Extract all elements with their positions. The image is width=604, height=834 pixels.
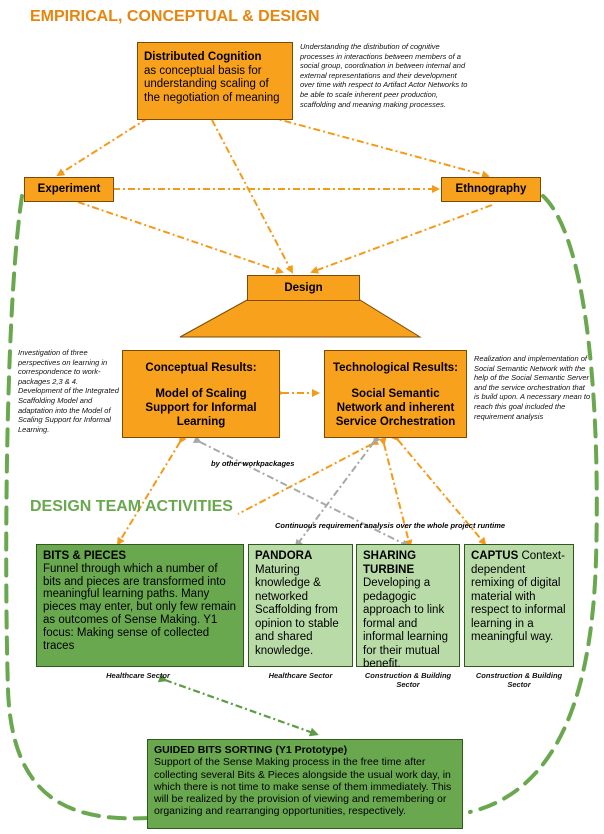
conceptual-title: Conceptual Results:	[145, 362, 257, 374]
arrow-tech-pandora	[237, 437, 380, 515]
captus-box: CAPTUS Context-dependent remixing of dig…	[464, 544, 574, 667]
sharing-turbine-box: SHARING TURBINE Developing a pedagogic a…	[356, 544, 460, 670]
bits-sector: Healthcare Sector	[106, 671, 170, 680]
arrow-bits-guided	[157, 673, 319, 737]
distributed-cognition-box: Distributed Cognition as conceptual basi…	[137, 42, 293, 120]
dc-title: Distributed Cognition	[144, 51, 262, 63]
sharing-sector: Construction & Building Sector	[364, 671, 452, 689]
conceptual-results-box: Conceptual Results: Model of Scaling Sup…	[122, 350, 280, 438]
dc-body: as conceptual basis for understanding sc…	[144, 64, 280, 104]
bits-body: Funnel through which a number of bits an…	[43, 562, 237, 652]
captus-body: Context-dependent remixing of digital ma…	[471, 550, 566, 643]
conceptual-body: Model of Scaling Support for Informal Le…	[145, 388, 257, 428]
experiment-box: Experiment	[24, 177, 114, 202]
pandora-body: Maturing knowledge & networked Scaffoldi…	[255, 563, 339, 657]
heading-empirical: EMPIRICAL, CONCEPTUAL & DESIGN	[30, 8, 320, 25]
grey-arrow-tech-pandora	[294, 434, 381, 548]
pandora-box: PANDORA Maturing knowledge & networked S…	[248, 544, 353, 667]
arrow-dc-ethnography	[263, 111, 490, 179]
heading-design-team: DESIGN TEAM ACTIVITIES	[30, 498, 233, 515]
guided-body: Support of the Sense Making process in t…	[154, 756, 452, 818]
arrow-dc-design	[211, 119, 293, 274]
captus-title: CAPTUS	[471, 550, 519, 562]
design-funnel	[179, 299, 422, 338]
technological-results-box: Technological Results: Social Semantic N…	[324, 350, 467, 438]
dc-note: Understanding the distribution of cognit…	[300, 42, 468, 109]
arrow-experiment-design	[77, 201, 284, 274]
pandora-title: PANDORA	[255, 550, 313, 562]
left-note: Investigation of three perspectives on l…	[18, 348, 119, 434]
captus-sector: Construction & Building Sector	[475, 671, 563, 689]
pandora-sector: Healthcare Sector	[268, 671, 333, 680]
technological-body: Social Semantic Network and inherent Ser…	[335, 388, 456, 428]
design-box: Design	[247, 275, 360, 301]
green-loop-path-right	[468, 194, 599, 814]
arrow-dc-experiment	[56, 111, 156, 177]
grey-arrow-conceptual-sharing	[192, 435, 410, 547]
arrow-tech-sharing	[378, 437, 413, 548]
sharing-title: SHARING TURBINE	[363, 550, 417, 576]
arrow-ethnography-design	[310, 204, 493, 274]
sharing-body: Developing a pedagogic approach to link …	[363, 577, 449, 670]
other-workpackages-label: by other workpackages	[211, 459, 295, 468]
guided-title: GUIDED BITS SORTING (Y1 Prototype)	[154, 744, 348, 756]
technological-title: Technological Results:	[332, 362, 459, 374]
right-note: Realization and implementation of Social…	[474, 354, 591, 421]
bits-pieces-box: BITS & PIECES Funnel through which a num…	[36, 544, 244, 667]
continuous-label: Continuous requirement analysis over the…	[275, 521, 506, 530]
green-loop-path	[4, 194, 152, 821]
arrow-conceptual-bits	[116, 434, 187, 546]
ethnography-box: Ethnography	[441, 177, 541, 202]
bits-title: BITS & PIECES	[43, 550, 127, 562]
guided-bits-sorting-box: GUIDED BITS SORTING (Y1 Prototype) Suppo…	[147, 739, 463, 829]
